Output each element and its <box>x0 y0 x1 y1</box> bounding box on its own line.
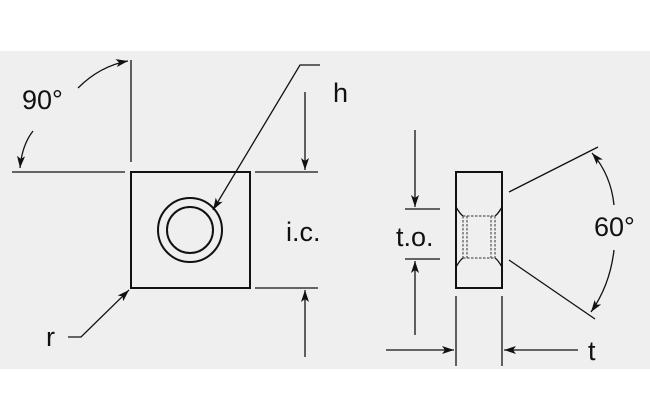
label-h: h <box>333 78 348 108</box>
corner-radius-arrow <box>68 289 130 338</box>
angle-arrow-upper <box>77 59 129 89</box>
background-band <box>0 51 650 369</box>
side-view: t.o. 60° t <box>386 130 635 366</box>
countersink-lines <box>455 206 503 268</box>
hole-leader-arrow <box>212 64 320 211</box>
top-view: 90° h i.c. r <box>12 59 348 357</box>
hole-outer-circle <box>157 197 223 263</box>
angle-60-arrow-lower <box>590 249 615 313</box>
insert-square <box>130 171 251 289</box>
hole-inner-circle <box>166 206 214 254</box>
angle-line-lower <box>508 259 596 320</box>
label-90-degrees: 90° <box>22 85 63 115</box>
insert-side-profile <box>455 171 503 289</box>
label-ic: i.c. <box>286 217 321 247</box>
hole-hidden-lines <box>462 215 496 259</box>
angle-line-upper <box>508 146 599 193</box>
angle-60-arrow-upper <box>591 152 615 206</box>
angle-arrow-lower <box>17 130 34 169</box>
label-60-degrees: 60° <box>594 212 635 242</box>
label-r: r <box>46 322 55 352</box>
label-to: t.o. <box>396 222 434 252</box>
label-t: t <box>588 336 596 366</box>
